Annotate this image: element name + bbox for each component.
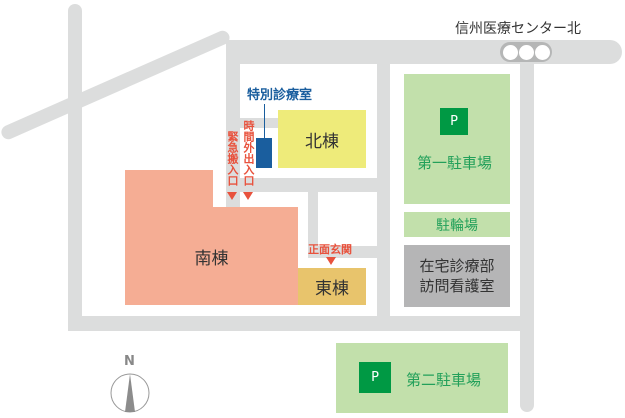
south-building-label: 南棟 [194,248,229,269]
special-clinic-leader-line [264,104,265,138]
road-south-horizontal [68,316,522,331]
main-entrance-label: 正面玄関 [308,243,352,256]
south-building-upper [125,170,213,210]
home-care-building: 在宅診療部 訪問看護室 [404,245,510,307]
bicycle-parking-label: 駐輪場 [436,217,478,234]
after-hours-entrance-arrow [243,192,253,200]
road-spur-north [240,118,280,128]
compass-icon [110,373,150,413]
main-entrance-arrow [326,257,336,265]
parking-icon: P [440,108,468,135]
special-clinic-building [256,138,272,168]
parking-lot-2: P 第二駐車場 [336,343,508,413]
road-inner-east [377,62,390,322]
east-building: 東棟 [298,268,366,305]
road-inner-west [226,62,240,212]
parking-icon: P [359,362,391,393]
road-north-horizontal [226,40,622,64]
station-label: 信州医療センター北 [455,21,581,37]
south-building: 南棟 [125,207,298,305]
emergency-entrance-label: 緊急搬入口 [226,131,239,186]
station-icon [500,42,552,62]
parking-lot-2-label: 第二駐車場 [406,371,482,389]
road-diagonal [0,28,232,142]
road-west-vertical [68,4,82,330]
home-care-label-line1: 在宅診療部 [419,257,495,275]
parking-lot-1-label: 第一駐車場 [417,154,493,172]
north-building-label: 北棟 [305,131,339,152]
road-east-vertical [520,52,534,412]
road-east-spur-horizontal [318,246,380,258]
parking-lot-1: P 第一駐車場 [404,74,510,204]
emergency-entrance-arrow [227,192,237,200]
road-east-spur-vertical [308,192,318,258]
bicycle-parking: 駐輪場 [404,212,510,237]
home-care-label-line2: 訪問看護室 [419,277,495,295]
north-building: 北棟 [278,110,366,168]
east-building-label: 東棟 [315,279,349,299]
compass-north-label: N [124,354,135,369]
after-hours-entrance-label: 時間外出入口 [242,120,255,186]
road-inner-horizontal [240,178,380,192]
special-clinic-label: 特別診療室 [247,88,313,103]
